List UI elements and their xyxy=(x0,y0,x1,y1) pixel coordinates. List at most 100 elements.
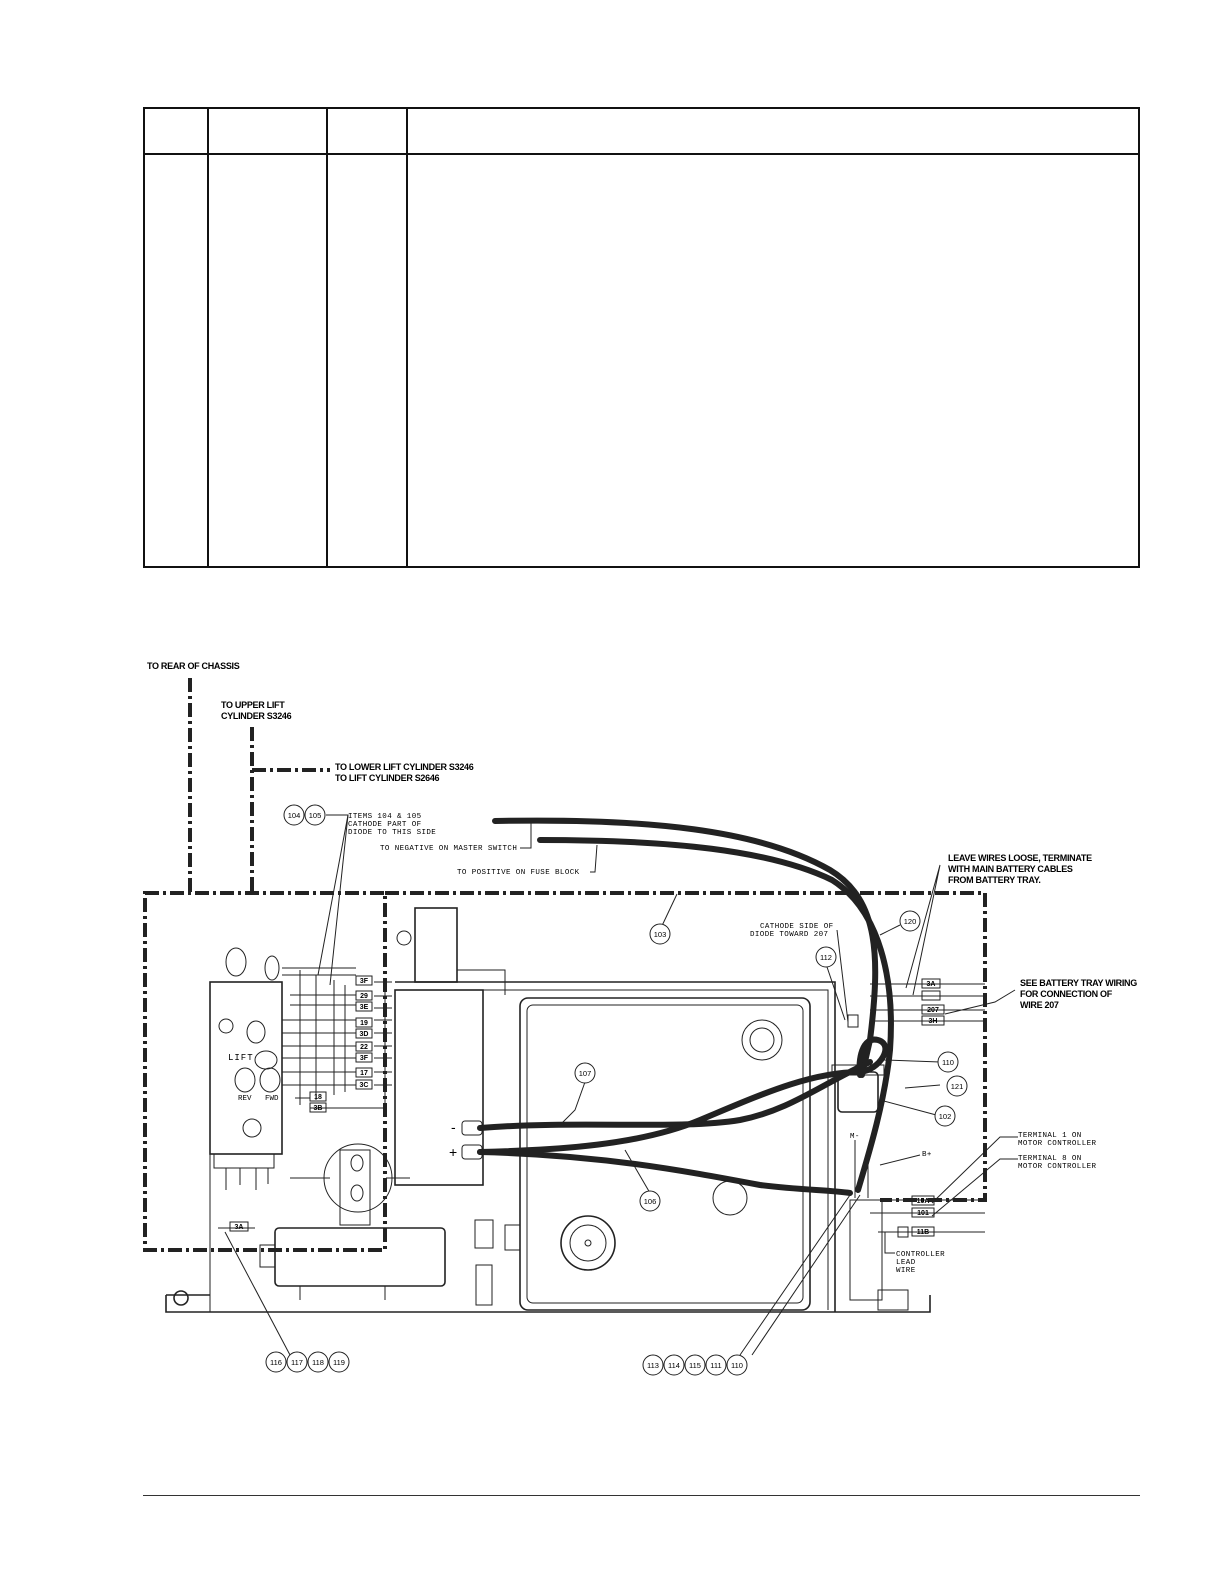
wire-tag: 3A xyxy=(229,1221,249,1232)
diode-note: ITEMS 104 & 105 xyxy=(348,813,422,821)
item-bubble: 118 xyxy=(307,1351,329,1373)
item-bubble: 103 xyxy=(649,923,671,945)
wire-tag: 3E xyxy=(355,1001,373,1012)
wire-tag: 18 xyxy=(309,1091,327,1102)
wire-tag: 3A xyxy=(921,978,941,989)
item-bubble: 121 xyxy=(946,1075,968,1097)
svg-text:3C: 3C xyxy=(360,1082,369,1089)
wire-tag: 3H xyxy=(921,1015,945,1026)
svg-text:111: 111 xyxy=(710,1361,721,1370)
table-column-divider xyxy=(326,109,328,566)
terminal-8-note: MOTOR CONTROLLER xyxy=(1018,1163,1097,1171)
svg-text:105: 105 xyxy=(309,811,322,820)
svg-text:118: 118 xyxy=(312,1358,324,1367)
svg-text:3B: 3B xyxy=(314,1105,323,1112)
wire-tag: 19 xyxy=(355,1017,373,1028)
svg-text:114: 114 xyxy=(668,1361,680,1370)
drawing-notes: ITEMS 104 & 105 CATHODE PART OF DIODE TO… xyxy=(228,813,1097,1275)
item-bubble: 110 xyxy=(726,1354,748,1376)
svg-text:106: 106 xyxy=(644,1197,657,1206)
item-bubble: 111 xyxy=(705,1354,727,1376)
wire-tag: 11B xyxy=(911,1226,935,1237)
svg-text:18: 18 xyxy=(314,1094,322,1101)
fwd-label: FWD xyxy=(265,1095,279,1103)
wire-tag: 17 xyxy=(355,1067,373,1078)
table-header-divider xyxy=(145,153,1138,155)
item-bubble: 102 xyxy=(934,1105,956,1127)
svg-text:3H: 3H xyxy=(929,1018,938,1025)
terminal-1-note: MOTOR CONTROLLER xyxy=(1018,1140,1097,1148)
svg-text:3A: 3A xyxy=(235,1224,244,1231)
wire-tags: 3F 29 3E 19 3D 22 3F 17 3C 18 3B 3A 3A 2… xyxy=(229,975,945,1237)
battery-tray-callout: WIRE 207 xyxy=(1020,1000,1059,1010)
svg-text:3D: 3D xyxy=(360,1031,369,1038)
diode-note: DIODE TO THIS SIDE xyxy=(348,829,436,837)
item-bubble: 120 xyxy=(899,910,921,932)
item-bubble: 115 xyxy=(684,1354,706,1376)
svg-text:103: 103 xyxy=(654,930,667,939)
wire-tag: 10A xyxy=(911,1195,935,1206)
parts-table xyxy=(143,107,1140,568)
item-bubble: 112 xyxy=(815,946,837,968)
svg-text:3E: 3E xyxy=(360,1004,369,1011)
rev-label: REV xyxy=(238,1095,252,1103)
item-bubble: 104 xyxy=(283,804,305,826)
wire-tag: 29 xyxy=(355,990,373,1001)
svg-text:207: 207 xyxy=(927,1007,939,1014)
lift-label: LIFT xyxy=(228,1053,254,1063)
wire-tag: 22 xyxy=(355,1041,373,1052)
item-bubble: 106 xyxy=(639,1190,661,1212)
footer-rule xyxy=(143,1495,1140,1496)
harness-routes xyxy=(143,678,987,1252)
wire-tag: 3C xyxy=(355,1079,373,1090)
lift-cylinder-callout: TO LIFT CYLINDER S2646 xyxy=(335,773,440,783)
svg-text:112: 112 xyxy=(820,953,832,962)
controller-lead-note: LEAD xyxy=(896,1259,916,1267)
item-bubble: 114 xyxy=(663,1354,685,1376)
b-plus-label: B+ xyxy=(922,1151,932,1159)
item-bubble: 119 xyxy=(328,1351,350,1373)
table-column-divider xyxy=(207,109,209,566)
m-minus-label: M- xyxy=(850,1133,860,1141)
leave-wires-callout: WITH MAIN BATTERY CABLES xyxy=(948,864,1073,874)
callouts: TO REAR OF CHASSIS TO UPPER LIFT CYLINDE… xyxy=(147,661,1138,1010)
battery-tray-callout: SEE BATTERY TRAY WIRING xyxy=(1020,978,1137,988)
svg-text:3F: 3F xyxy=(360,978,369,985)
svg-text:110: 110 xyxy=(731,1361,743,1370)
item-bubble: 113 xyxy=(642,1354,664,1376)
battery-tray-callout: FOR CONNECTION OF xyxy=(1020,989,1113,999)
wire-tag: 3B xyxy=(309,1102,327,1113)
rear-chassis-callout: TO REAR OF CHASSIS xyxy=(147,661,240,671)
svg-text:29: 29 xyxy=(360,993,368,1000)
cathode-note: CATHODE SIDE OF xyxy=(760,923,834,931)
svg-text:121: 121 xyxy=(951,1082,964,1091)
negative-terminal-label: - xyxy=(451,1119,456,1135)
power-unit-outline xyxy=(165,907,931,1313)
item-bubble: 116 xyxy=(265,1351,287,1373)
upper-lift-callout: TO UPPER LIFT xyxy=(221,700,285,710)
cathode-note: DIODE TOWARD 207 xyxy=(750,931,828,939)
svg-text:104: 104 xyxy=(288,811,301,820)
table-column-divider xyxy=(406,109,408,566)
item-bubble: 107 xyxy=(574,1062,596,1084)
svg-text:120: 120 xyxy=(904,917,917,926)
upper-lift-callout: CYLINDER S3246 xyxy=(221,711,292,721)
item-bubble: 117 xyxy=(286,1351,308,1373)
svg-text:119: 119 xyxy=(333,1358,345,1367)
wire-tag: 207 xyxy=(921,1004,945,1015)
item-bubble: 110 xyxy=(937,1051,959,1073)
positive-terminal-label: + xyxy=(449,1144,457,1160)
terminal-8-note: TERMINAL 8 ON xyxy=(1018,1155,1082,1163)
diode-note: CATHODE PART OF xyxy=(348,821,422,829)
svg-text:110: 110 xyxy=(942,1058,954,1067)
svg-text:22: 22 xyxy=(360,1044,368,1051)
leave-wires-callout: LEAVE WIRES LOOSE, TERMINATE xyxy=(948,853,1092,863)
svg-text:17: 17 xyxy=(360,1070,368,1077)
svg-text:10A: 10A xyxy=(917,1198,930,1205)
svg-text:101: 101 xyxy=(917,1210,929,1217)
svg-text:19: 19 xyxy=(360,1020,368,1027)
controller-lead-note: CONTROLLER xyxy=(896,1251,945,1259)
battery-cables xyxy=(461,817,894,1196)
svg-text:116: 116 xyxy=(270,1358,282,1367)
